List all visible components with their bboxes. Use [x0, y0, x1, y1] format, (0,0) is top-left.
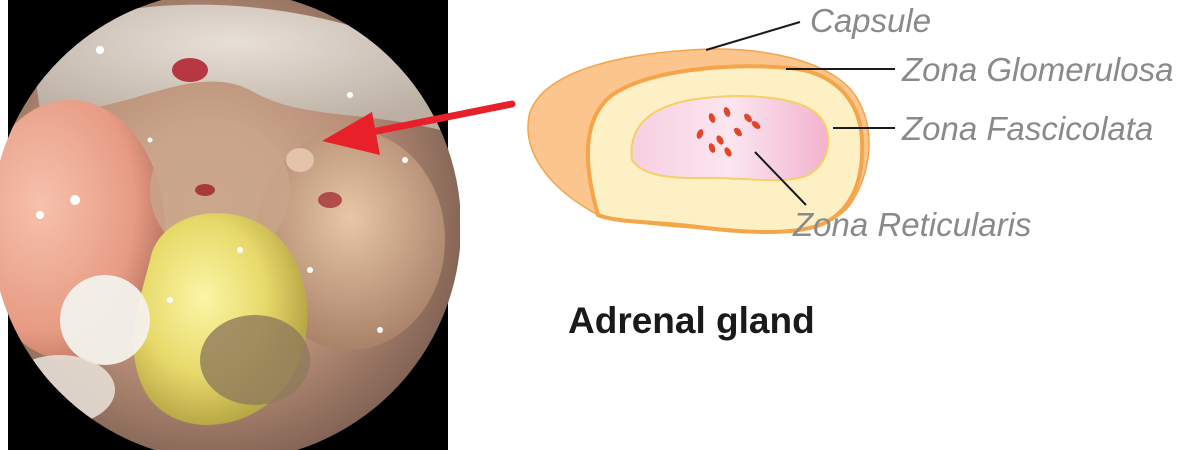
capsule-label: Capsule: [810, 2, 931, 39]
figure-title: Adrenal gland: [568, 300, 815, 341]
endoscopy-photo: [0, 0, 460, 450]
reticularis-layer: [631, 96, 828, 180]
capsule-leader: [706, 22, 800, 50]
zona-glomerulosa-label: Zona Glomerulosa: [901, 51, 1173, 88]
zona-reticularis-label: Zona Reticularis: [792, 206, 1031, 243]
zona-fasciculata-label: Zona Fascicolata: [901, 110, 1153, 147]
adrenal-schematic: Capsule Zona Glomerulosa Zona Fascicolat…: [528, 2, 1173, 341]
